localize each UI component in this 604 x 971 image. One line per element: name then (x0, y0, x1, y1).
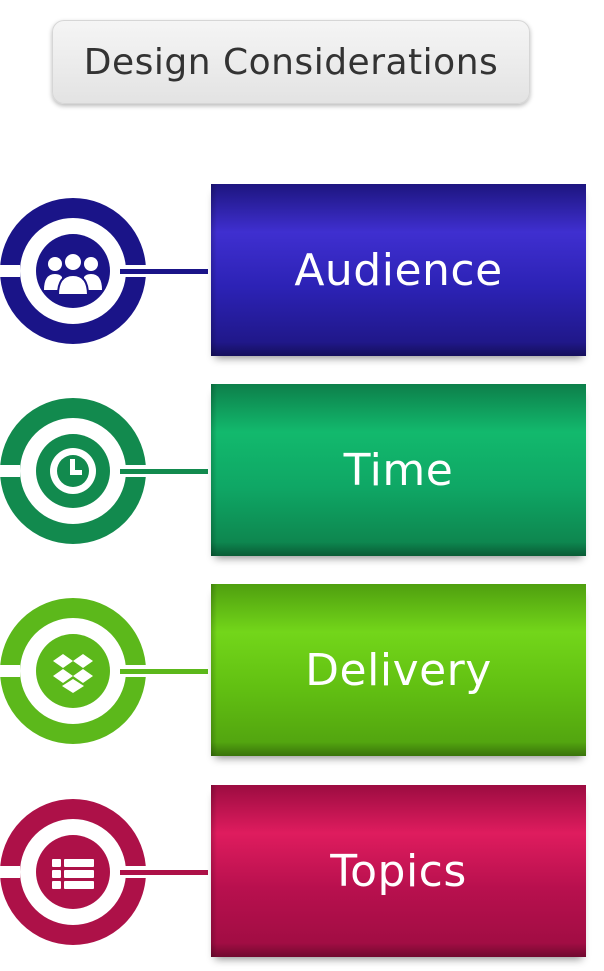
topics-connector (120, 870, 208, 875)
time-circle (0, 398, 146, 544)
time-label: Time (343, 444, 454, 496)
topics-panel: Topics (211, 785, 586, 957)
consideration-topics: Topics (0, 785, 604, 959)
time-connector (120, 469, 208, 474)
time-panel: Time (211, 384, 586, 556)
delivery-label: Delivery (305, 644, 492, 696)
consideration-delivery: Delivery (0, 584, 604, 758)
audience-panel: Audience (211, 184, 586, 356)
list-icon (52, 859, 94, 889)
audience-connector (120, 269, 208, 274)
clock-icon (50, 448, 96, 494)
topics-label: Topics (330, 845, 467, 897)
audience-circle (0, 198, 146, 344)
delivery-panel: Delivery (211, 584, 586, 756)
audience-group-icon (44, 252, 102, 296)
audience-label: Audience (294, 244, 503, 296)
box-icon (53, 654, 93, 693)
consideration-audience: Audience (0, 184, 604, 358)
delivery-connector (120, 669, 208, 674)
consideration-time: Time (0, 384, 604, 558)
page-title: Design Considerations (52, 20, 530, 104)
